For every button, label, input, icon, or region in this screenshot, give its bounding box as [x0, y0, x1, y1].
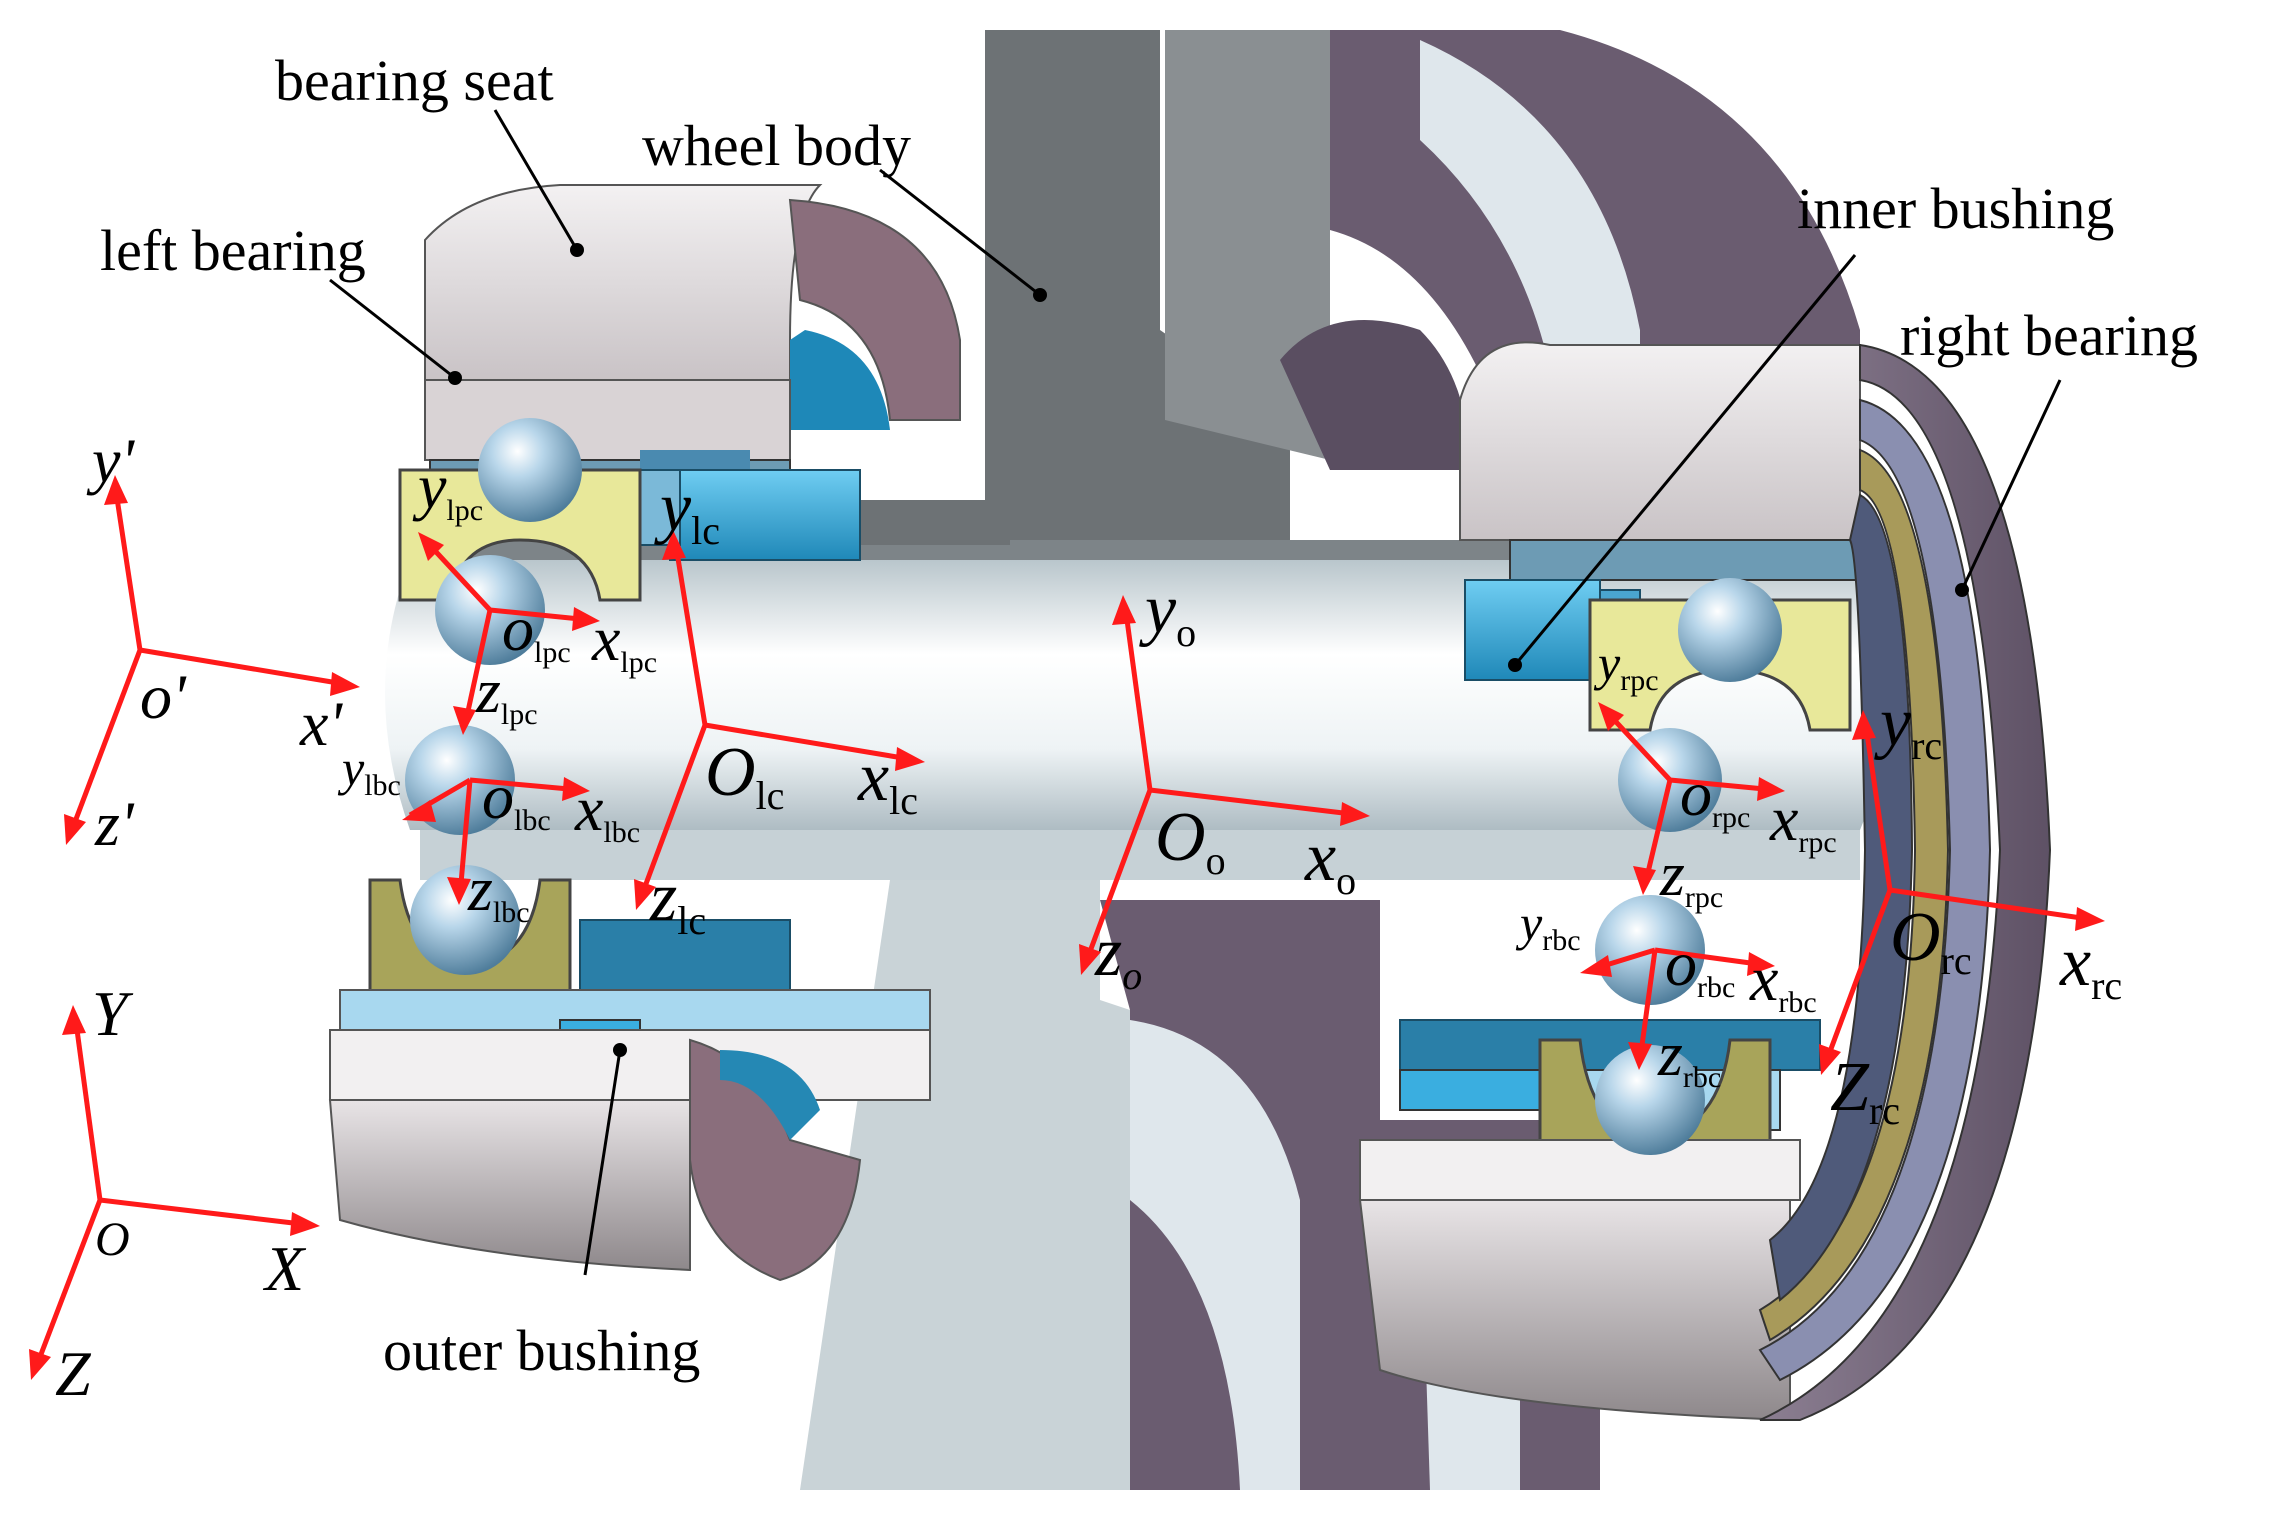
label-right-bearing: right bearing	[1900, 303, 2198, 368]
axis-label-x-rbc: xrbc	[1749, 943, 1817, 1019]
axis-label-y-lc: ylc	[654, 469, 720, 553]
axis-label-y-o: yo	[1139, 571, 1196, 655]
axis-label-y-lbc: ylbc	[337, 740, 401, 802]
coordinate-axes	[29, 475, 2105, 1380]
axis-label-x-lbc: xlbc	[574, 773, 640, 849]
axis-label-x-o: xo	[1304, 819, 1356, 903]
axis-label-x-rc: xrc	[2059, 924, 2122, 1008]
axis-label-y-lpc: ylpc	[412, 451, 483, 527]
axis-label-Y: Y	[92, 978, 134, 1049]
left-bearing-seat-lower	[328, 1029, 931, 1282]
axis-label-y-prime: y'	[86, 425, 135, 496]
axis-label-O-o: Oo	[1155, 799, 1226, 883]
axis-label-z-lpc: zlpc	[475, 655, 538, 731]
axis-label-o-rbc: orbc	[1665, 928, 1735, 1004]
axis-label-O: O	[95, 1213, 130, 1266]
ball	[405, 725, 515, 835]
component-labels: bearing seat wheel body left bearing inn…	[100, 48, 2198, 1383]
label-outer-bushing: outer bushing	[383, 1318, 700, 1383]
axis-labels: y' o' x' z' Y O X Z ylpc olpc xlpc zlpc …	[55, 425, 2122, 1409]
axis-label-y-rbc: yrbc	[1515, 895, 1581, 957]
axis-label-z-prime: z'	[94, 788, 135, 859]
axis-label-y-rpc: yrpc	[1593, 635, 1659, 697]
axis-label-x-lpc: xlpc	[591, 603, 657, 679]
axis-label-O-lc: Olc	[705, 734, 784, 818]
label-inner-bushing: inner bushing	[1797, 176, 2114, 241]
axis-label-o-rpc: orpc	[1680, 758, 1750, 834]
right-bearing-seat-lower	[1358, 1139, 1801, 1422]
axis-label-z-lc: zlc	[649, 859, 706, 943]
axis-label-y-rc: yrc	[1874, 684, 1942, 768]
axis-label-o-lpc: olpc	[502, 593, 571, 669]
axis-label-z-rpc: zrpc	[1659, 838, 1723, 914]
axis-label-o-prime: o'	[140, 661, 187, 732]
axis-label-Z-rc: Zrc	[1830, 1049, 1900, 1133]
ball	[478, 418, 582, 522]
label-left-bearing: left bearing	[100, 218, 366, 283]
axis-label-O-rc: Orc	[1890, 899, 1972, 983]
ball	[1595, 1045, 1705, 1155]
label-bearing-seat: bearing seat	[275, 48, 554, 113]
label-wheel-body: wheel body	[642, 113, 911, 178]
axis-label-z-o: zo	[1094, 914, 1142, 998]
axis-label-x-rpc: xrpc	[1769, 783, 1837, 859]
axis-label-x-lc: xlc	[857, 739, 918, 823]
axis-label-X: X	[262, 1233, 307, 1304]
right-end-rings	[1758, 343, 2052, 1421]
ball	[410, 865, 520, 975]
axis-label-Z: Z	[55, 1338, 92, 1409]
axis-label-x-prime: x'	[299, 688, 343, 759]
axis-label-o-lbc: olbc	[482, 761, 551, 837]
leader-lines	[329, 109, 2062, 1276]
axis-label-z-lbc: zlbc	[467, 853, 530, 929]
ball	[1678, 578, 1782, 682]
axis-label-z-rbc: zrbc	[1657, 1018, 1721, 1094]
left-bearing-seat-upper	[424, 184, 961, 461]
